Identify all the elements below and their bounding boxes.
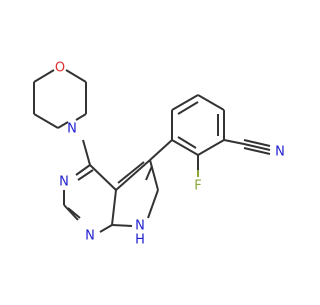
bond bbox=[145, 165, 153, 181]
bond bbox=[171, 139, 199, 156]
atom-fluorine: F bbox=[194, 179, 201, 194]
bond bbox=[63, 204, 79, 221]
bond bbox=[33, 113, 59, 129]
bond bbox=[223, 139, 245, 145]
atom-oxygen: O bbox=[55, 61, 65, 76]
bond bbox=[177, 101, 199, 115]
bond bbox=[111, 189, 117, 226]
bond bbox=[89, 164, 117, 191]
bond bbox=[197, 139, 225, 156]
structure-canvas: O N N N N H F N bbox=[33, 60, 285, 248]
bond bbox=[57, 121, 69, 129]
bond bbox=[177, 136, 197, 149]
bond bbox=[149, 139, 173, 161]
bond bbox=[243, 147, 271, 155]
bond bbox=[33, 69, 55, 83]
bond bbox=[243, 143, 271, 151]
atom-nitrogen: N bbox=[59, 175, 69, 190]
bond bbox=[75, 164, 91, 176]
bond bbox=[65, 69, 87, 83]
atom-hydrogen: H bbox=[135, 233, 145, 248]
bond bbox=[77, 169, 94, 181]
bond bbox=[115, 159, 151, 191]
bond bbox=[171, 94, 199, 111]
bond bbox=[243, 139, 271, 147]
bond bbox=[111, 224, 133, 227]
atom-nitrogen: N bbox=[135, 219, 145, 234]
bond bbox=[99, 224, 113, 233]
bond bbox=[149, 159, 159, 191]
bond bbox=[75, 113, 87, 121]
bond bbox=[82, 139, 91, 166]
bond bbox=[67, 207, 81, 219]
molecule-structure: O N N N N H F N bbox=[33, 61, 285, 248]
atom-nitrogen: N bbox=[275, 145, 285, 160]
bond bbox=[147, 189, 159, 219]
bond bbox=[117, 161, 145, 184]
atom-nitrogen: N bbox=[85, 229, 95, 244]
bond bbox=[197, 94, 225, 111]
atom-nitrogen: N bbox=[67, 122, 77, 137]
